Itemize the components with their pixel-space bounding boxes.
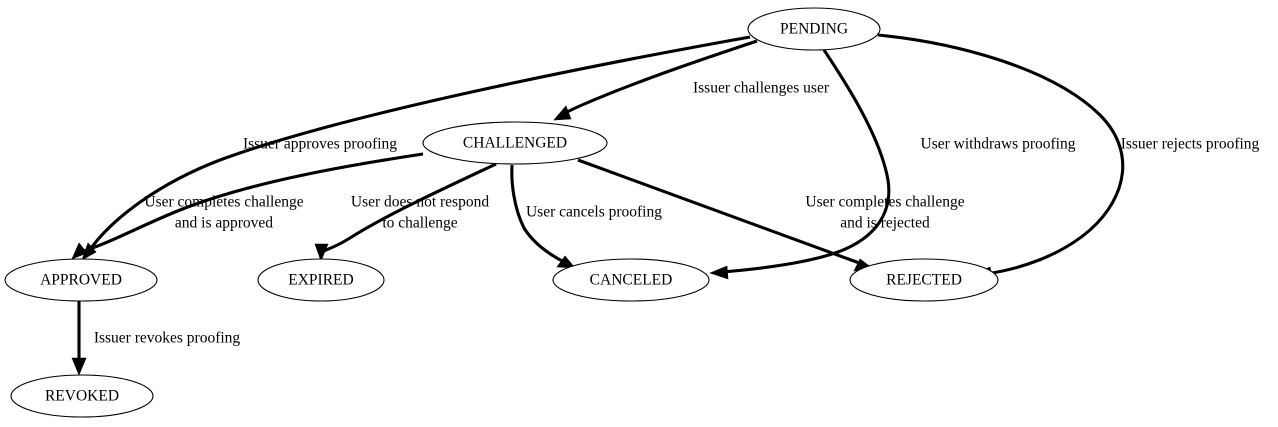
node-pending-label: PENDING bbox=[780, 21, 848, 38]
edge-label-challenged-rejected-line1: User completes challenge bbox=[805, 194, 964, 211]
edge-label-challenged-approved-line1: User completes challenge bbox=[144, 194, 303, 211]
node-approved[interactable]: APPROVED bbox=[4, 258, 158, 302]
edge-label-challenged-rejected: User completes challenge and is rejected bbox=[805, 194, 964, 232]
edge-path-pending-canceled bbox=[721, 49, 891, 274]
node-approved-ellipse bbox=[4, 258, 158, 302]
edge-label-challenged-approved: User completes challenge and is approved bbox=[144, 194, 303, 232]
arrowhead-challenged-approved bbox=[71, 242, 88, 260]
node-pending-ellipse bbox=[747, 7, 881, 51]
node-revoked-ellipse bbox=[10, 374, 154, 418]
arrowhead-pending-canceled bbox=[709, 265, 729, 280]
arrowhead-approved-revoked bbox=[71, 357, 87, 376]
node-pending[interactable]: PENDING bbox=[747, 7, 881, 51]
node-rejected-ellipse bbox=[849, 258, 999, 302]
edge-label-approved-revoked: Issuer revokes proofing bbox=[94, 330, 241, 347]
edge-path-challenged-expired bbox=[320, 162, 497, 254]
edge-path-pending-challenged bbox=[562, 39, 758, 116]
edge-label-pending-rejected: Issuer rejects proofing bbox=[1121, 136, 1260, 153]
node-challenged-label: CHALLENGED bbox=[463, 135, 567, 152]
edge-label-challenged-rejected-line2: and is rejected bbox=[840, 215, 930, 232]
edge-pending-canceled[interactable] bbox=[709, 49, 891, 280]
edge-label-challenged-expired: User does not respond to challenge bbox=[351, 194, 489, 232]
edge-challenged-expired[interactable] bbox=[314, 162, 497, 262]
node-expired-label: EXPIRED bbox=[288, 272, 353, 289]
node-canceled-label: CANCELED bbox=[590, 272, 673, 289]
edge-pending-rejected[interactable] bbox=[877, 33, 1125, 281]
node-rejected[interactable]: REJECTED bbox=[849, 258, 999, 302]
node-challenged[interactable]: CHALLENGED bbox=[422, 121, 608, 165]
arrowhead-challenged-canceled bbox=[556, 255, 576, 269]
node-expired-ellipse bbox=[257, 258, 385, 302]
node-approved-label: APPROVED bbox=[40, 272, 122, 289]
edge-label-pending-canceled: User withdraws proofing bbox=[921, 136, 1076, 153]
edge-path-challenged-rejected bbox=[577, 158, 863, 266]
node-challenged-ellipse bbox=[422, 121, 608, 165]
node-canceled-ellipse bbox=[552, 258, 710, 302]
node-expired[interactable]: EXPIRED bbox=[257, 258, 385, 302]
edge-label-challenged-expired-line1: User does not respond bbox=[351, 194, 489, 211]
edge-label-pending-challenged: Issuer challenges user bbox=[693, 80, 830, 97]
edge-label-challenged-canceled: User cancels proofing bbox=[526, 204, 662, 221]
edge-path-challenged-approved bbox=[80, 152, 424, 254]
edge-approved-revoked[interactable] bbox=[71, 301, 87, 376]
node-canceled[interactable]: CANCELED bbox=[552, 258, 710, 302]
arrowhead-pending-challenged bbox=[553, 105, 572, 121]
edge-path-challenged-canceled bbox=[510, 164, 567, 265]
edge-label-challenged-approved-line2: and is approved bbox=[175, 215, 273, 232]
edge-challenged-approved[interactable] bbox=[71, 152, 424, 260]
arrowhead-challenged-expired bbox=[314, 243, 329, 262]
edge-path-pending-approved bbox=[87, 35, 751, 252]
node-revoked[interactable]: REVOKED bbox=[10, 374, 154, 418]
edge-path-pending-rejected bbox=[877, 33, 1125, 276]
edge-pending-challenged[interactable] bbox=[553, 39, 758, 121]
node-rejected-label: REJECTED bbox=[886, 272, 962, 289]
edge-label-pending-approved: Issuer approves proofing bbox=[243, 136, 397, 153]
node-revoked-label: REVOKED bbox=[45, 388, 119, 405]
edge-label-challenged-expired-line2: to challenge bbox=[382, 215, 457, 232]
edge-challenged-canceled[interactable] bbox=[510, 164, 576, 269]
